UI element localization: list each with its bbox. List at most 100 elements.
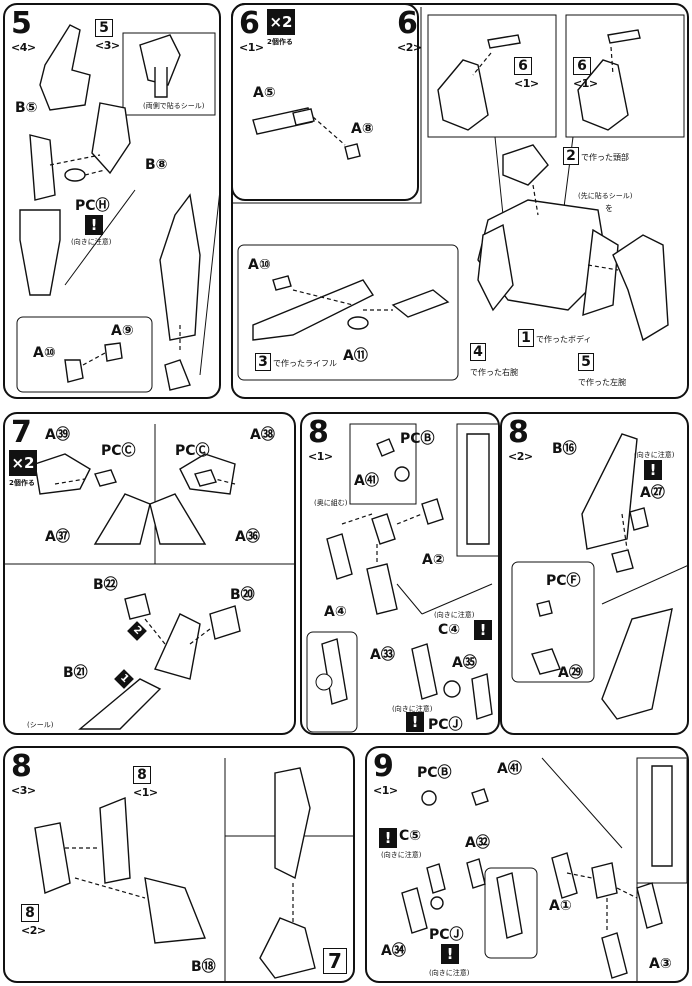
substep-label: <2> bbox=[508, 450, 533, 463]
part-label-a29: A㉙ bbox=[558, 665, 583, 681]
caution-note: (向きに注意) bbox=[381, 851, 422, 859]
part-label-pcc-left: PCⒸ bbox=[101, 443, 136, 459]
part-label-b20: B⑳ bbox=[230, 587, 255, 603]
part-label-a38: A㊳ bbox=[250, 427, 275, 443]
step-number: 8 bbox=[508, 415, 529, 450]
times-two-badge: ×2 bbox=[9, 450, 37, 476]
part-label-c4: C④ bbox=[438, 622, 461, 638]
ref-8-2-sub: <2> bbox=[21, 924, 46, 937]
caution-icon: ! bbox=[85, 215, 103, 235]
substep-label: <1> bbox=[373, 784, 398, 797]
times-note: 2個作る bbox=[9, 479, 35, 487]
step-number: 5 bbox=[11, 6, 32, 41]
part-label-a30: A⑩ bbox=[33, 345, 56, 361]
step-8-2-panel: 8 <2> B⑯ (向きに注意) ! A㉗ PCⒻ A㉙ bbox=[500, 412, 689, 735]
part-label-b21: B㉑ bbox=[63, 665, 88, 681]
ref-6-1-left-sub: <1> bbox=[514, 77, 539, 90]
part-label-a8: A⑧ bbox=[351, 121, 374, 137]
part-label-a37: A㊲ bbox=[45, 529, 70, 545]
part-label-a36: A㊱ bbox=[235, 529, 260, 545]
ref-6-1-right: 6 bbox=[573, 57, 591, 75]
substep-label: <2> bbox=[397, 41, 422, 54]
step-8-3-panel: 8 <3> 8 <1> 8 <2> B⑱ 7 bbox=[3, 746, 355, 983]
caution-note-2: (向きに注意) bbox=[429, 969, 470, 977]
step-8-1-panel: 8 <1> PCⒷ A㊶ (奥に組む) A② A④ (向きに注意) C④ ! A… bbox=[300, 412, 500, 735]
part-label-b22: B㉒ bbox=[93, 577, 118, 593]
substep-label: <4> bbox=[11, 41, 36, 54]
ref-6-1-right-sub: <1> bbox=[573, 77, 598, 90]
step-7-illustration bbox=[5, 424, 294, 730]
part-label-a2: A② bbox=[422, 552, 445, 568]
part-label-c5: C⑤ bbox=[399, 828, 422, 844]
part-label-b5: B⑤ bbox=[15, 100, 38, 116]
rifle-ref-text: で作ったライフル bbox=[273, 359, 337, 368]
larm-ref-number: 5 bbox=[578, 353, 594, 371]
caution-icon: ! bbox=[379, 828, 397, 848]
sticker-note: (両側で貼るシール) bbox=[143, 102, 205, 110]
rarm-ref-number: 4 bbox=[470, 343, 486, 361]
part-label-a3: A③ bbox=[649, 956, 672, 972]
part-label-a35: A㉟ bbox=[452, 655, 477, 671]
step-6-2-panel: 6 <2> 6 <1> 6 <1> 2 で作った頭部 (先に貼るシール) を 1… bbox=[231, 3, 689, 399]
step-number: 6 bbox=[397, 6, 418, 41]
step-6-1-panel: 6 <1> ×2 2個作る A⑤ A⑧ bbox=[231, 3, 419, 201]
sticker-note: (先に貼るシール) bbox=[578, 192, 633, 200]
part-label-a10: A⑩ bbox=[248, 257, 271, 273]
step-8-2-illustration bbox=[511, 433, 687, 720]
part-label-b18: B⑱ bbox=[191, 959, 216, 975]
body-ref-text: で作ったボディ bbox=[536, 335, 592, 344]
larm-ref-text: で作った左腕 bbox=[578, 378, 626, 387]
step-7-panel: 7 ×2 2個作る A㊴ PCⒸ PCⒸ A㊳ A㊲ A㊱ B㉒ B⑳ B㉑ 2… bbox=[3, 412, 296, 735]
substep-label: <3> bbox=[11, 784, 36, 797]
part-label-pch: PCⒽ bbox=[75, 198, 110, 214]
step-9-1-panel: 9 <1> PCⒷ A㊶ ! C⑤ (向きに注意) A㉜ PCⒿ A㉞ ! (向… bbox=[365, 746, 689, 983]
part-label-pcb: PCⒷ bbox=[417, 765, 452, 781]
head-ref-text: で作った頭部 bbox=[581, 153, 629, 162]
step-5-illustration bbox=[16, 24, 219, 393]
part-label-a1: A① bbox=[549, 898, 572, 914]
part-label-a9: A⑨ bbox=[111, 323, 134, 339]
caution-icon-2: ! bbox=[406, 712, 424, 732]
sticker-mid-text: を bbox=[605, 204, 613, 213]
rifle-ref-number: 3 bbox=[255, 353, 271, 371]
part-label-a5: A⑤ bbox=[253, 85, 276, 101]
ref-8-1-number: 8 bbox=[133, 766, 151, 784]
rarm-ref-text: で作った右腕 bbox=[470, 368, 518, 377]
step-8-1-illustration bbox=[306, 423, 498, 733]
ref-8-1-sub: <1> bbox=[133, 786, 158, 799]
part-label-a34: A㉞ bbox=[381, 943, 406, 959]
caution-note-2: (向きに注意) bbox=[392, 705, 433, 713]
part-label-pcj: PCⒿ bbox=[428, 717, 463, 733]
part-label-pcj: PCⒿ bbox=[429, 927, 464, 943]
part-label-a41: A㊶ bbox=[497, 761, 522, 777]
part-label-a27: A㉗ bbox=[640, 485, 665, 501]
ref-6-1-left: 6 bbox=[514, 57, 532, 75]
caution-icon: ! bbox=[644, 460, 662, 480]
part-label-pcb: PCⒷ bbox=[400, 431, 435, 447]
step-9-1-illustration bbox=[401, 757, 687, 981]
times-two-badge: ×2 bbox=[267, 9, 295, 35]
sticker-label: (シール) bbox=[27, 721, 54, 729]
ref-substep-label: <3> bbox=[95, 39, 120, 52]
step-5-panel: 5 <4> 5 <3> (両側で貼るシール) B⑤ B⑧ PCⒽ ! (向きに注… bbox=[3, 3, 221, 399]
ref-8-2-number: 8 bbox=[21, 904, 39, 922]
caution-note: (向きに注意) bbox=[71, 238, 112, 246]
caution-icon: ! bbox=[474, 620, 492, 640]
inner-note: (奥に組む) bbox=[314, 499, 348, 507]
part-label-a32: A㉜ bbox=[465, 835, 490, 851]
step-8-3-illustration bbox=[34, 758, 353, 981]
body-ref-number: 1 bbox=[518, 329, 534, 347]
ref-7-number: 7 bbox=[323, 948, 347, 974]
times-note: 2個作る bbox=[267, 38, 293, 46]
caution-icon-2: ! bbox=[441, 944, 459, 964]
head-ref-number: 2 bbox=[563, 147, 579, 165]
part-label-pcf: PCⒻ bbox=[546, 573, 581, 589]
part-label-a41: A㊶ bbox=[354, 473, 379, 489]
part-label-a33: A㉝ bbox=[370, 647, 395, 663]
part-label-a31: A⑪ bbox=[343, 348, 368, 364]
part-label-b8: B⑧ bbox=[145, 157, 168, 173]
ref-step-number: 5 bbox=[95, 19, 113, 37]
step-number: 9 bbox=[373, 749, 394, 784]
step-number: 8 bbox=[308, 415, 329, 450]
step-number: 7 bbox=[11, 415, 32, 450]
